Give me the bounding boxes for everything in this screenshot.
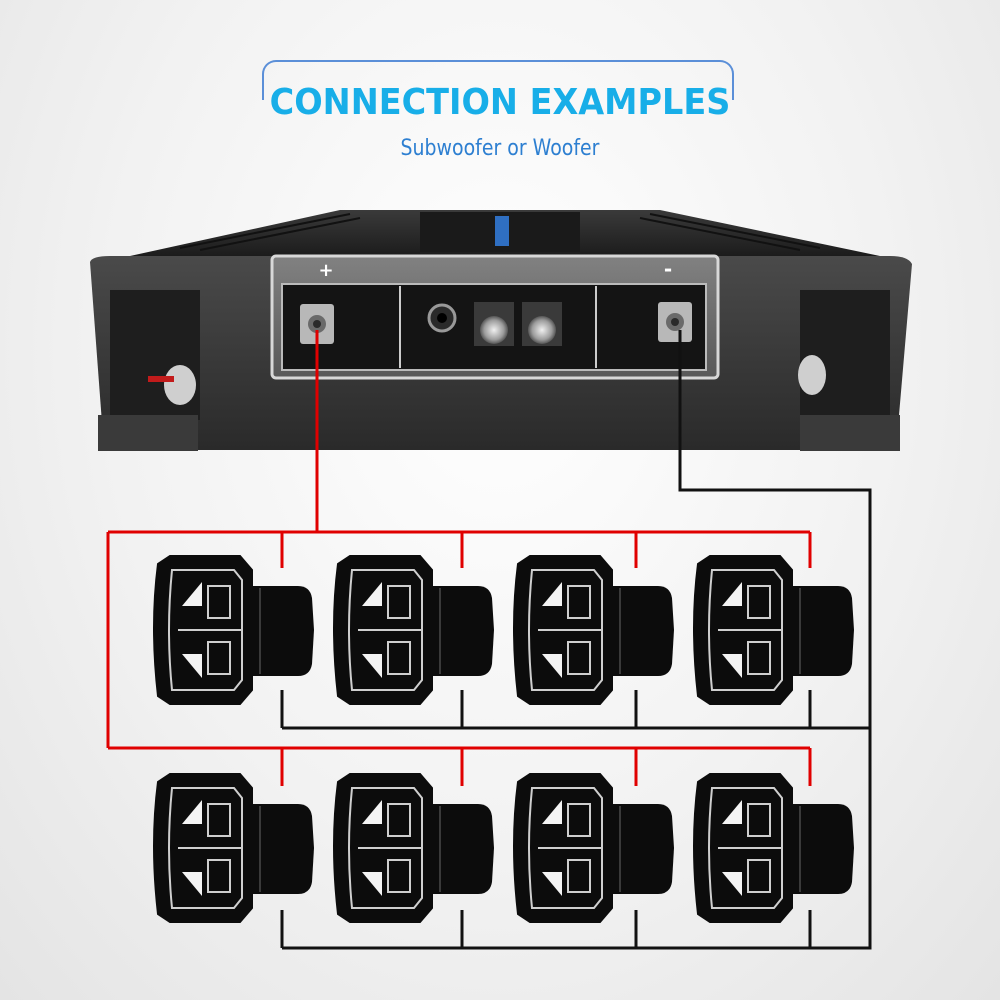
amp-heatsink-fins <box>179 213 821 251</box>
subwoofer-icon <box>153 773 314 923</box>
amp-left-foot <box>98 415 198 451</box>
gain-knob <box>480 316 508 344</box>
subwoofer-icon <box>333 773 494 923</box>
subwoofer-icon <box>693 555 854 705</box>
amplifier: + - <box>90 210 912 451</box>
amp-left-fan <box>164 365 196 405</box>
speaker-array <box>153 555 854 923</box>
bass-knob <box>528 316 556 344</box>
header-frame <box>262 60 734 100</box>
amp-right-foot <box>800 415 900 451</box>
positive-wiring <box>106 330 812 786</box>
amp-logo-badge <box>495 216 509 246</box>
subwoofer-icon <box>333 555 494 705</box>
positive-terminal-label: + <box>318 260 333 281</box>
negative-wiring <box>280 330 872 950</box>
page-subtitle: Subwoofer or Woofer <box>400 136 600 161</box>
negative-terminal-label: - <box>664 257 672 281</box>
subwoofer-icon <box>693 773 854 923</box>
subwoofer-icon <box>153 555 314 705</box>
subwoofer-icon <box>513 773 674 923</box>
amp-right-cavity <box>800 290 890 420</box>
amp-right-fan <box>798 355 826 395</box>
page-title: CONNECTION EXAMPLES <box>269 82 731 123</box>
amp-left-wire-red <box>148 376 174 382</box>
subwoofer-icon <box>513 555 674 705</box>
